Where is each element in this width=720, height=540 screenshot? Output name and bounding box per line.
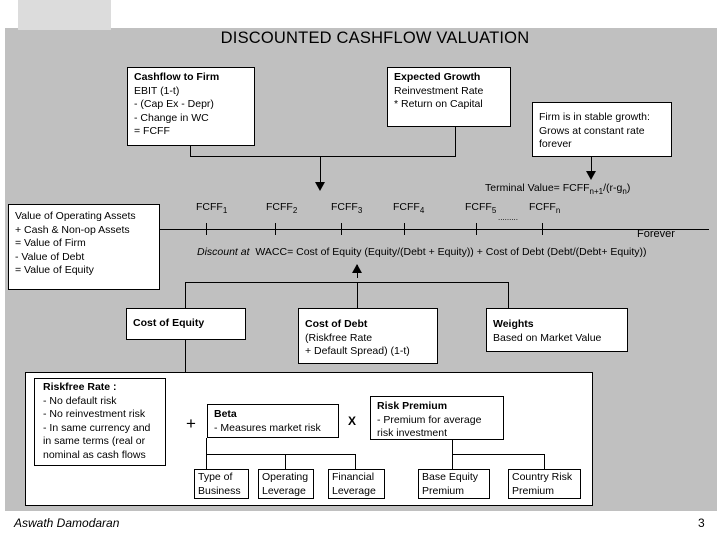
discount-formula: Discount at WACC= Cost of Equity (Equity… [197, 246, 647, 258]
value-line: + Cash & Non-op Assets [15, 223, 130, 236]
times-sign: X [348, 414, 357, 428]
connector-line [285, 454, 286, 469]
connector-line [357, 282, 358, 308]
beta-box: Beta - Measures market risk [207, 404, 339, 438]
arrow-down [315, 182, 325, 191]
connector-line [357, 265, 358, 278]
cost-of-equity-heading: Cost of Equity [133, 317, 205, 329]
cashflow-line: EBIT (1-t) [134, 84, 180, 97]
connector-line [455, 127, 456, 156]
weights-heading: Weights [493, 318, 534, 330]
beta-driver-box: Operating Leverage [258, 469, 314, 499]
cashflow-line: = FCFF [134, 125, 170, 137]
debt-line: (Riskfree Rate [305, 331, 373, 344]
timeline-tick [206, 223, 207, 235]
connector-line [185, 282, 509, 283]
connector-line [544, 454, 545, 469]
risk-premium-heading: Risk Premium [377, 400, 448, 412]
timeline-line [131, 229, 709, 230]
cost-of-debt-box: Cost of Debt (Riskfree Rate + Default Sp… [298, 308, 438, 364]
value-line: = Value of Firm [15, 237, 86, 249]
top-tab [18, 0, 111, 30]
fcff-label: FCFF2 [266, 201, 298, 216]
connector-line [185, 340, 186, 372]
debt-line: + Default Spread) (1-t) [305, 345, 410, 357]
timeline-tick [404, 223, 405, 235]
forever-label: Forever [637, 228, 675, 240]
value-line: = Value of Equity [15, 264, 94, 276]
growth-line: Reinvestment Rate [394, 84, 484, 97]
growth-line: * Return on Capital [394, 98, 483, 110]
timeline-ellipsis: ......... [498, 213, 519, 222]
page-title: DISCOUNTED CASHFLOW VALUATION [220, 29, 530, 47]
beta-heading: Beta [214, 408, 237, 420]
risk-premium-box: Risk Premium - Premium for average risk … [370, 396, 504, 440]
value-box: Value of Operating Assets + Cash & Non-o… [8, 204, 160, 290]
premium-driver-box: Base Equity Premium [418, 469, 490, 499]
cashflow-line: - (Cap Ex - Depr) [134, 98, 214, 110]
cashflow-heading: Cashflow to Firm [134, 71, 220, 83]
beta-driver-box: Type of Business [194, 469, 249, 499]
timeline-tick [476, 223, 477, 235]
arrow-down [586, 171, 596, 180]
fcff-label: FCFF4 [393, 201, 425, 216]
cashflow-box: Cashflow to Firm EBIT (1-t) - (Cap Ex - … [127, 67, 255, 146]
connector-line [206, 454, 356, 455]
connector-line [206, 438, 207, 469]
riskfree-line: nominal as cash flows [43, 448, 146, 461]
riskfree-heading: Riskfree Rate : [43, 381, 117, 393]
riskfree-line: - No default risk [43, 394, 117, 407]
plus-sign: + [186, 414, 196, 433]
beta-driver-box: Financial Leverage [328, 469, 385, 499]
premium-line: - Premium for average [377, 413, 482, 426]
fcff-label: FCFF1 [196, 201, 228, 216]
riskfree-line: in same terms (real or [43, 435, 146, 447]
value-line: Value of Operating Assets [15, 210, 136, 222]
fcff-label: FCFFn [529, 201, 561, 216]
premium-driver-box: Country Risk Premium [508, 469, 581, 499]
arrow-down [352, 264, 362, 273]
riskfree-line: - No reinvestment risk [43, 408, 146, 420]
connector-line [591, 157, 592, 171]
stable-line: Grows at constant rate [539, 124, 645, 137]
beta-line: - Measures market risk [214, 421, 321, 434]
riskfree-box: Riskfree Rate : - No default risk - No r… [34, 378, 166, 466]
connector-line [355, 454, 356, 469]
connector-line [452, 454, 544, 455]
growth-heading: Expected Growth [394, 71, 481, 83]
fcff-label: FCFF5 [465, 201, 497, 216]
connector-line [190, 146, 191, 156]
connector-line [508, 282, 509, 308]
timeline-tick [542, 223, 543, 235]
connector-line [185, 282, 186, 308]
fcff-label: FCFF3 [331, 201, 363, 216]
connector-line [320, 156, 321, 183]
growth-box: Expected Growth Reinvestment Rate * Retu… [387, 67, 511, 127]
author-footer: Aswath Damodaran [14, 516, 120, 530]
value-line: - Value of Debt [15, 250, 85, 263]
terminal-value-label: Terminal Value= FCFFn+1/(r-gn) [485, 182, 631, 197]
stable-line: Firm is in stable growth: [539, 111, 650, 123]
riskfree-line: - In same currency and [43, 421, 151, 434]
timeline-tick [275, 223, 276, 235]
page-number: 3 [698, 516, 705, 530]
stable-growth-box: Firm is in stable growth: Grows at const… [532, 102, 672, 157]
cost-of-debt-heading: Cost of Debt [305, 318, 368, 330]
cashflow-line: - Change in WC [134, 111, 209, 124]
premium-line: risk investment [377, 427, 448, 439]
cost-of-equity-box: Cost of Equity [126, 308, 246, 340]
stable-line: forever [539, 138, 572, 150]
timeline-tick [341, 223, 342, 235]
connector-line [190, 156, 456, 157]
weights-box: Weights Based on Market Value [486, 308, 628, 352]
weights-line: Based on Market Value [493, 331, 602, 344]
